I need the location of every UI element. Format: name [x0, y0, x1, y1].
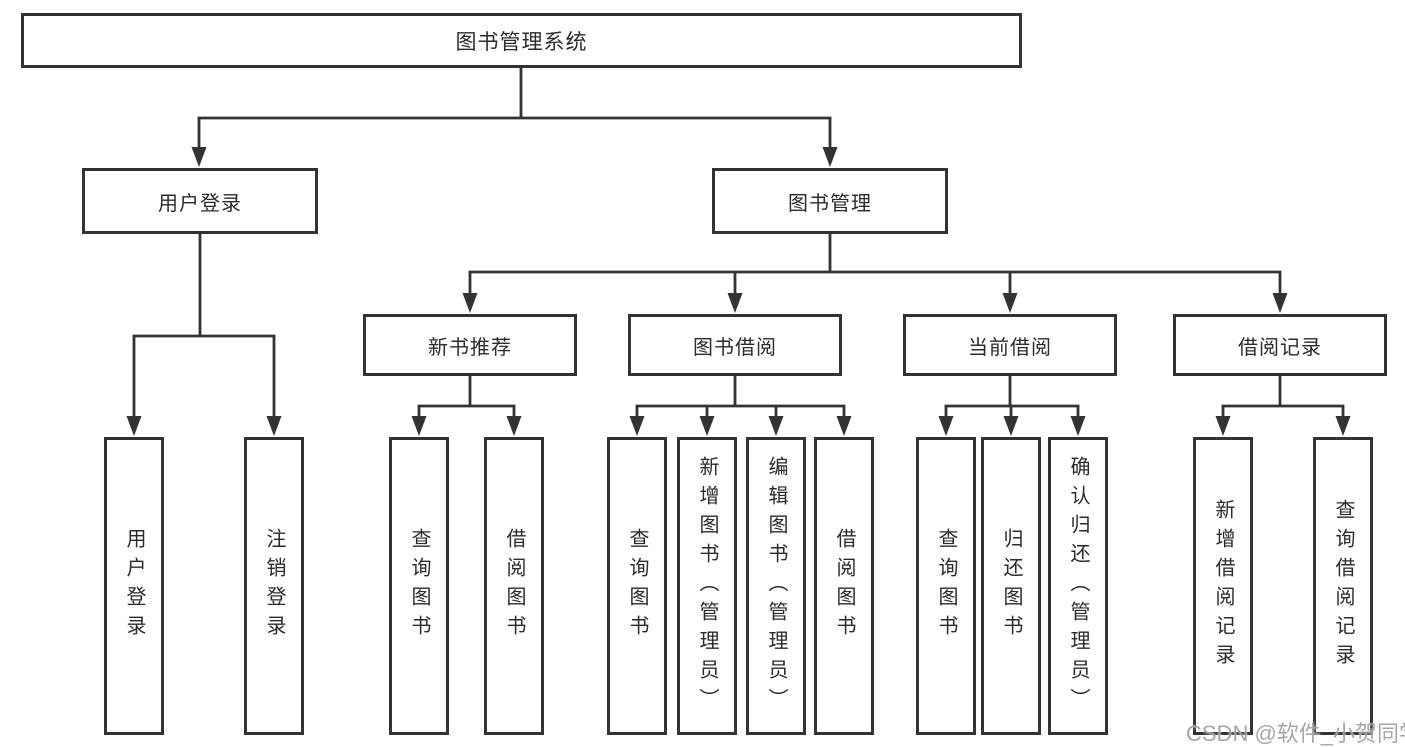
node-leaf-logout: 注销登录 [244, 437, 304, 735]
node-user-login: 用户登录 [82, 168, 318, 234]
node-leaf-bb-edit-books-admin: 编辑图书（管理员） [746, 437, 806, 735]
node-leaf-br-add-record: 新增借阅记录 [1193, 437, 1253, 735]
node-leaf-cb-confirm-return-admin: 确认归还（管理员） [1048, 437, 1108, 735]
node-book-management: 图书管理 [712, 168, 948, 234]
csdn-watermark: CSDN @软件_小贺同学 [1186, 721, 1405, 746]
node-new-book-recommend: 新书推荐 [363, 314, 577, 376]
node-leaf-br-query-record: 查询借阅记录 [1313, 437, 1373, 735]
node-leaf-bb-borrow-books: 借阅图书 [814, 437, 874, 735]
node-leaf-user-login: 用户登录 [104, 437, 164, 735]
node-system-root: 图书管理系统 [21, 13, 1022, 68]
node-leaf-cb-query-books: 查询图书 [916, 437, 976, 735]
node-current-borrowing: 当前借阅 [903, 314, 1117, 376]
node-book-borrowing: 图书借阅 [628, 314, 842, 376]
node-leaf-cb-return-books: 归还图书 [981, 437, 1041, 735]
node-leaf-nbr-query-books: 查询图书 [389, 437, 449, 735]
node-leaf-bb-add-books-admin: 新增图书（管理员） [677, 437, 737, 735]
node-borrowing-records: 借阅记录 [1173, 314, 1387, 376]
node-leaf-nbr-borrow-books: 借阅图书 [484, 437, 544, 735]
node-leaf-bb-query-books: 查询图书 [607, 437, 667, 735]
